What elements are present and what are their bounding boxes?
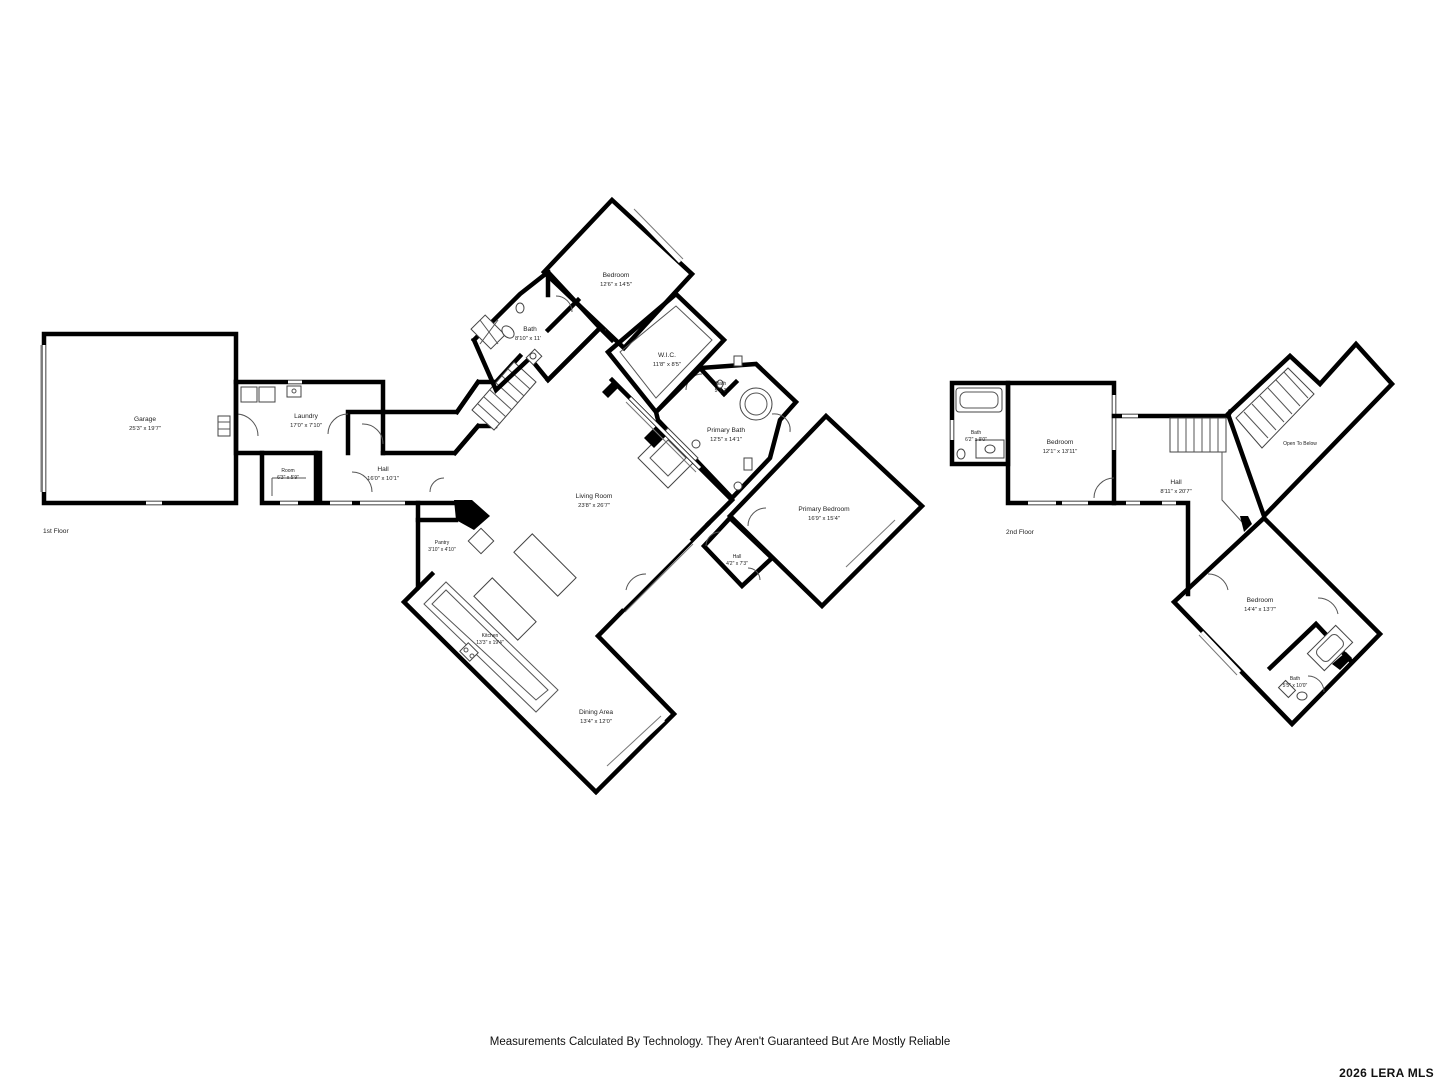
upper-bath-1-dims: 6'2" x 9'0" [965,437,987,443]
upper-bedroom-1-dims: 12'1" x 13'11" [1043,449,1078,455]
garage-name: Garage [134,416,156,423]
mls-watermark: 2026 LERA MLS [1339,1066,1434,1080]
room-dims: 6'3" x 5'9" [277,475,299,481]
kitchen-name: Kitchen [482,633,499,639]
kitchen-dining-walls [400,500,600,796]
first-floor-plan: 1st Floor [40,196,926,796]
dining-area-name: Dining Area [579,709,613,716]
laundry-name: Laundry [294,413,319,420]
dining-area-dims: 13'4" x 12'0" [580,719,612,725]
upper-bedroom-2-name: Bedroom [1247,597,1274,604]
bath-2-dims: 5' x 3' [715,388,728,394]
primary-bedroom-dims: 16'9" x 15'4" [808,516,840,522]
hall-2-dims: 4'2" x 7'3" [726,561,748,567]
primary-bath-dims: 12'5" x 14'1" [710,437,742,443]
upper-bedroom-2-dims: 14'4" x 13'7" [1244,607,1276,613]
upper-bath-2-dims: 5'5" x 10'0" [1283,683,1308,689]
upper-bath-1-name: Bath [971,430,982,436]
upper-bath-2-name: Bath [1290,676,1301,682]
second-floor-plan: 2nd Floor [949,340,1396,728]
pantry-name: Pantry [435,540,450,546]
bath-2-name: Bath [716,381,727,387]
measurement-disclaimer: Measurements Calculated By Technology. T… [489,1036,951,1048]
upper-hall-name: Hall [1170,479,1182,486]
primary-bedroom-walls [726,412,926,610]
bath-1-name: Bath [523,326,537,333]
hall-1-dims: 16'0" x 10'1" [367,476,399,482]
living-room-walls [544,324,616,384]
bedroom-1-name: Bedroom [603,272,630,279]
second-floor-label: 2nd Floor [1006,529,1035,536]
primary-bedroom-name: Primary Bedroom [798,506,850,513]
hall-1-name: Hall [377,466,389,473]
room-name: Room [281,468,294,474]
primary-bath-name: Primary Bath [707,427,745,434]
kitchen-dims: 13'3" x 19'4" [476,640,504,646]
wic-dims: 11'8" x 8'5" [653,362,681,368]
small-hall-walls [700,514,776,590]
laundry-dims: 17'0" x 7'10" [290,423,322,429]
wic-name: W.I.C. [658,352,676,359]
bedroom-1-dims: 12'6" x 14'5" [600,282,632,288]
pantry-dims: 3'10" x 4'10" [428,547,456,553]
walk-in-closet-walls [604,290,728,416]
second-floor-bedroom-2-walls [1170,514,1384,728]
garage-dims: 25'3" x 19'7" [129,426,161,432]
living-room-name: Living Room [576,493,613,500]
living-room-dims: 23'8" x 26'7" [578,503,610,509]
bath-1-dims: 8'10" x 11' [515,336,541,342]
open-to-below-label: Open To Below [1283,441,1317,447]
room-labels: Garage 25'3" x 19'7" Laundry 17'0" x 7'1… [129,272,1317,725]
bedroom-1-walls [540,196,696,352]
upper-bedroom-1-name: Bedroom [1047,439,1074,446]
hall-2-name: Hall [733,554,742,560]
upper-hall-dims: 8'11" x 20'7" [1160,489,1191,495]
first-floor-label: 1st Floor [43,528,69,535]
